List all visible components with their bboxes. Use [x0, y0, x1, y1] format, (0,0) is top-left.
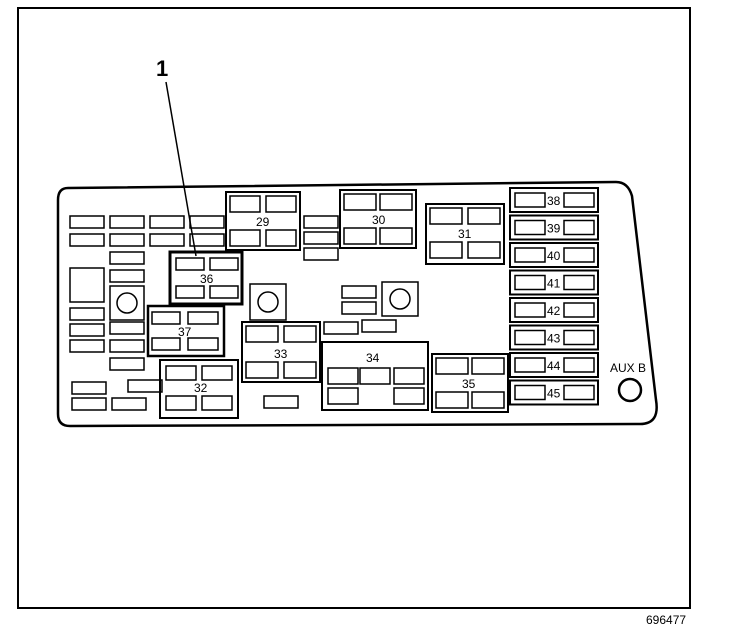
mini-fuse — [303, 215, 339, 229]
mini-fuse — [189, 233, 225, 247]
mini-fuse — [361, 319, 397, 333]
mini-fuse — [127, 379, 163, 393]
fuse-42: 42 — [509, 297, 599, 323]
mini-fuse — [149, 233, 185, 247]
mini-fuse — [69, 233, 105, 247]
mini-fuse — [263, 395, 299, 409]
fuse-41: 41 — [509, 269, 599, 296]
mini-fuse — [109, 233, 145, 247]
left-fuse-group — [69, 215, 397, 411]
fuse-43: 43 — [509, 324, 599, 351]
fuse-45-label: 45 — [547, 387, 561, 401]
relay-35 — [431, 353, 509, 413]
relay-35-label: 35 — [462, 377, 476, 391]
relay-37-label: 37 — [178, 325, 192, 339]
mini-fuse — [69, 215, 105, 229]
relay-32 — [159, 359, 239, 419]
relay-29-label: 29 — [256, 215, 270, 229]
mini-fuse — [303, 247, 339, 261]
mini-fuse — [111, 397, 147, 411]
fuse-39: 39 — [509, 214, 599, 241]
relay-32-label: 32 — [194, 381, 208, 395]
outer-frame — [17, 7, 691, 609]
relay-31 — [425, 203, 505, 265]
fuse-45: 45 — [509, 379, 599, 406]
mini-fuse — [69, 323, 105, 337]
relay-36 — [168, 250, 244, 306]
fuse-42-label: 42 — [547, 304, 561, 318]
mini-fuse — [71, 397, 107, 411]
relay-30 — [339, 189, 417, 249]
relay-37 — [146, 304, 226, 358]
relay-33-label: 33 — [274, 347, 288, 361]
terminal-stud — [389, 288, 411, 310]
mini-fuse — [69, 339, 105, 353]
fuse-44-label: 44 — [547, 359, 561, 373]
aux-b-label: AUX B — [610, 361, 646, 375]
fuse-39-label: 39 — [547, 222, 561, 236]
fuse-block-outline — [56, 180, 658, 428]
terminal-stud — [116, 292, 138, 314]
mini-fuse — [149, 215, 185, 229]
relay-36-label: 36 — [200, 272, 214, 286]
callout-leader — [165, 81, 197, 257]
relay-30-label: 30 — [372, 213, 386, 227]
fuse-44: 44 — [509, 352, 599, 378]
mini-fuse — [109, 339, 145, 353]
relay-34-label: 34 — [366, 351, 380, 365]
fuse-43-label: 43 — [547, 332, 561, 346]
mini-fuse — [323, 321, 359, 335]
terminal-stud — [257, 291, 279, 313]
aux-b-terminal — [617, 377, 643, 403]
callout-number: 1 — [156, 56, 168, 81]
relay-31-label: 31 — [458, 227, 472, 241]
mini-fuse — [189, 215, 225, 229]
mini-fuse — [109, 321, 145, 335]
relay-29 — [225, 191, 301, 251]
mini-fuse — [109, 215, 145, 229]
mini-fuse — [109, 269, 145, 283]
relay-34 — [321, 341, 429, 411]
fuse-38-label: 38 — [547, 194, 561, 208]
terminal-group — [109, 281, 643, 403]
figure-number: 696477 — [646, 613, 686, 627]
mini-fuse — [341, 285, 377, 299]
fuse-38: 38 — [509, 187, 599, 213]
maxi-fuse — [69, 267, 105, 303]
right-fuse-column: 38 39 40 41 42 43 44 45 — [509, 187, 599, 406]
mini-fuse — [341, 301, 377, 315]
mini-fuse — [109, 357, 145, 371]
fuse-40: 40 — [509, 242, 599, 268]
relay-33 — [241, 321, 321, 383]
mini-fuse — [303, 231, 339, 245]
mini-fuse — [109, 251, 145, 265]
fuse-40-label: 40 — [547, 249, 561, 263]
fuse-41-label: 41 — [547, 277, 561, 291]
mini-fuse — [69, 307, 105, 321]
mini-fuse — [71, 381, 107, 395]
